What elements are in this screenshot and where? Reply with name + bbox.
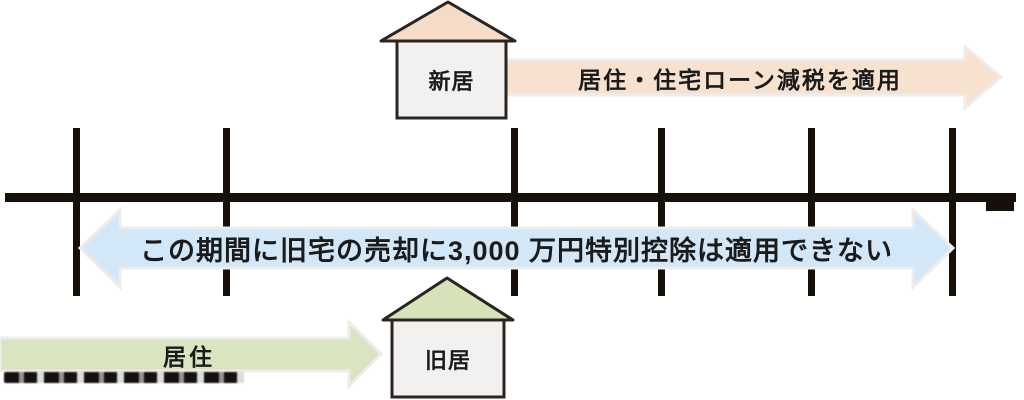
- new-house: [379, 0, 517, 120]
- timeline-tick: [658, 128, 665, 296]
- timeline: [5, 128, 1016, 296]
- timeline-tick: [73, 128, 80, 296]
- old-house-roof: [381, 276, 515, 322]
- timeline-tick: [949, 128, 956, 296]
- timeline-end-artifact: [986, 201, 1014, 211]
- no-special-deduction-arrow: [77, 206, 956, 291]
- new-house-body: [395, 39, 508, 120]
- residence-arrow: [0, 318, 384, 390]
- timeline-tick: [808, 128, 815, 296]
- old-house-body: [390, 318, 506, 399]
- timeline-line: [5, 193, 1016, 202]
- timeline-tick: [511, 128, 518, 296]
- timeline-tick: [223, 128, 230, 296]
- loan-deduction-arrow: [501, 43, 1004, 112]
- old-house: [381, 276, 515, 399]
- artifact-smudge: [4, 372, 244, 383]
- new-house-roof: [379, 0, 517, 43]
